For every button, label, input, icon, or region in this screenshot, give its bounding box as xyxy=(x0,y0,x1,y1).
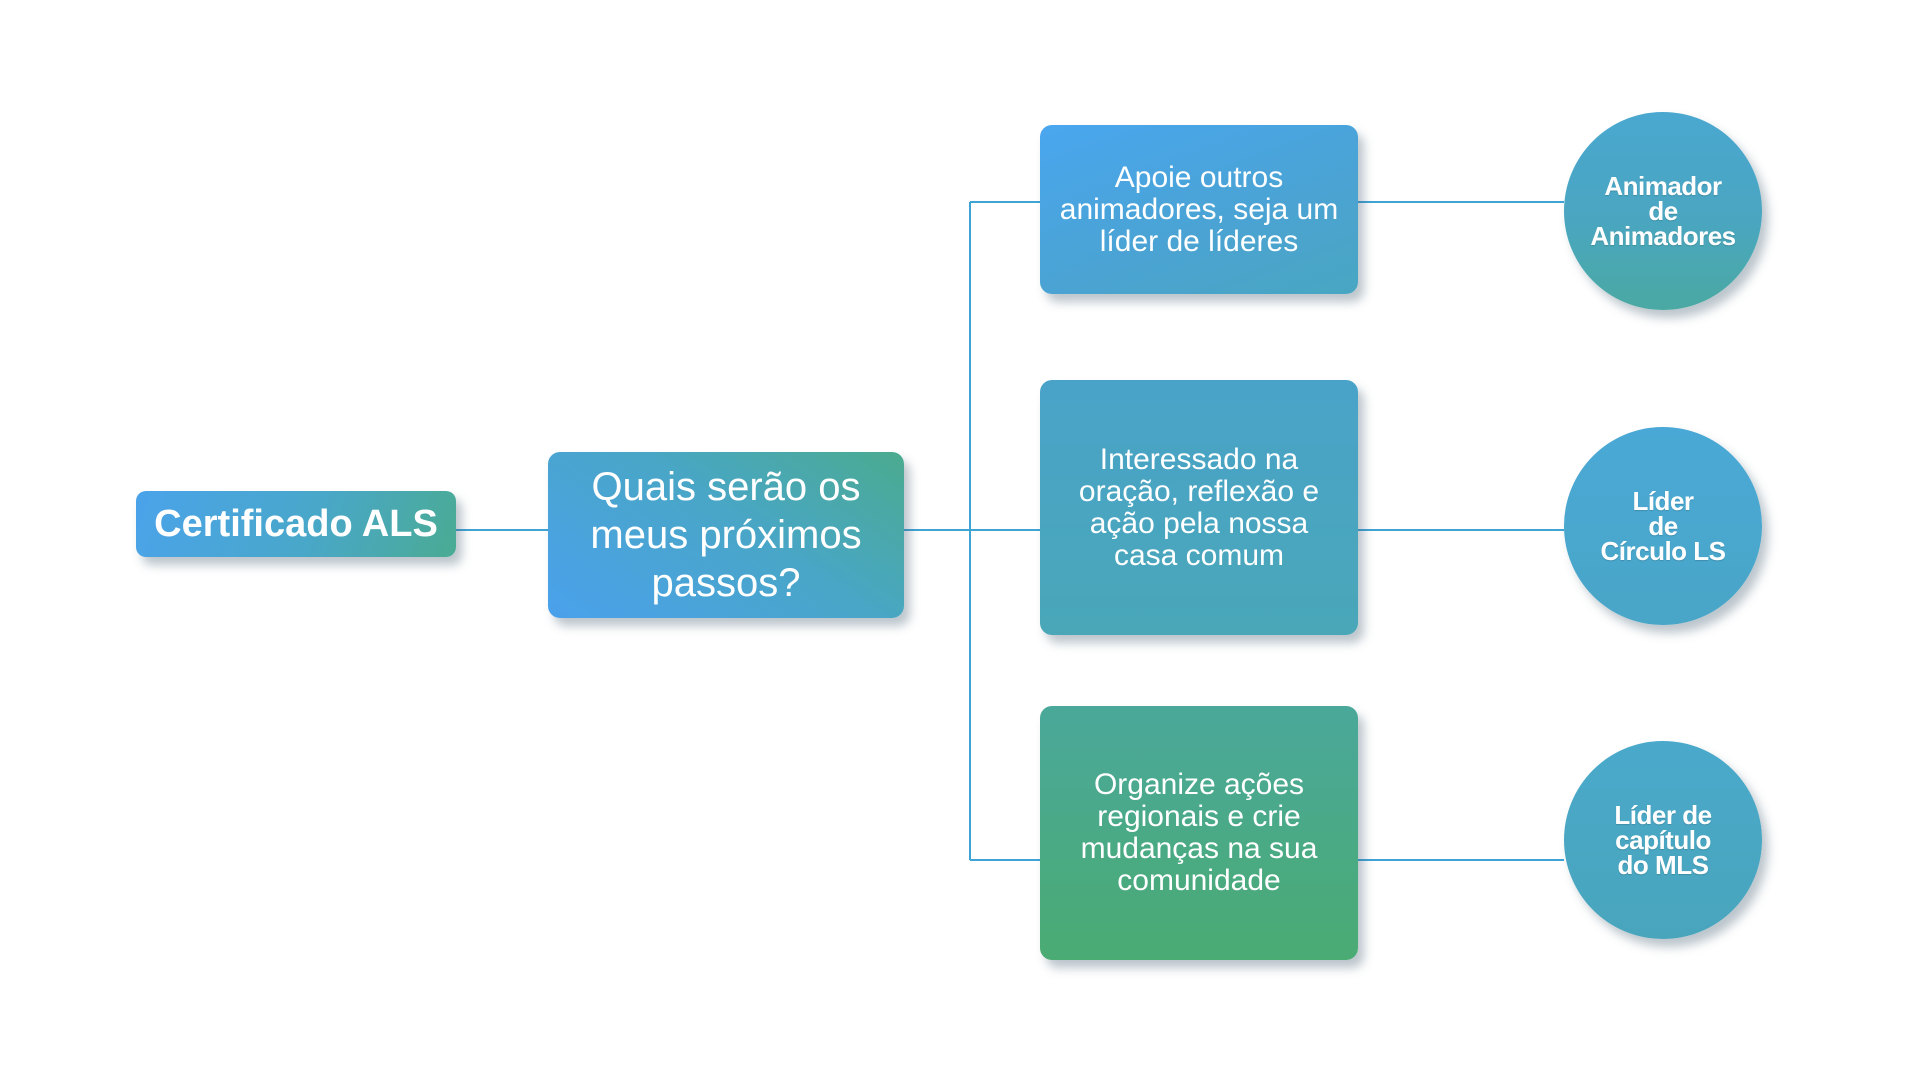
outcome-circle-3: Líder de capítulo do MLS xyxy=(1564,741,1762,939)
option-node-3-label: Organize ações regionais e crie mudanças… xyxy=(1080,768,1318,897)
option-node-1: Apoie outros animadores, seja um líder d… xyxy=(1040,125,1358,294)
outcome-circle-2: Líder de Círculo LS xyxy=(1564,427,1762,625)
question-node-label: Quais serão os meus próximos passos? xyxy=(590,465,862,605)
root-node-label: Certificado ALS xyxy=(154,502,438,545)
outcome-circle-3-label: Líder de capítulo do MLS xyxy=(1614,799,1712,880)
outcome-circle-2-label: Líder de Círculo LS xyxy=(1600,485,1726,566)
option-node-2: Interessado na oração, reflexão e ação p… xyxy=(1040,380,1358,635)
root-node-certificate: Certificado ALS xyxy=(136,491,456,557)
question-node: Quais serão os meus próximos passos? xyxy=(548,452,904,618)
outcome-circle-1-label: Animador de Animadores xyxy=(1590,170,1736,251)
option-node-3: Organize ações regionais e crie mudanças… xyxy=(1040,706,1358,960)
option-node-2-label: Interessado na oração, reflexão e ação p… xyxy=(1078,442,1320,572)
outcome-circle-1: Animador de Animadores xyxy=(1564,112,1762,310)
option-node-1-label: Apoie outros animadores, seja um líder d… xyxy=(1059,160,1339,258)
